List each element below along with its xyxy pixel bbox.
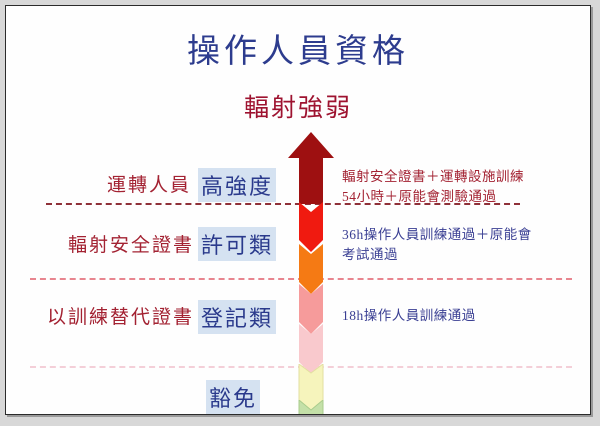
chevron-bright-red-segment (286, 202, 336, 252)
row-4-center-label-wrap: 豁免 (206, 380, 261, 414)
row-3-left-label: 以訓練替代證書 (46, 307, 194, 328)
radiation-intensity-arrow (286, 132, 336, 414)
row-3-category-badge: 登記類 (198, 300, 277, 334)
row-2-left-label: 輻射安全證書 (67, 235, 194, 256)
arrow-head-dark-red-segment (286, 132, 336, 204)
row-4-category-badge: 豁免 (206, 380, 261, 414)
subtitle-radiation-intensity: 輻射強弱 (243, 95, 352, 122)
slide-frame: 操作人員資格 輻射強弱 (5, 5, 591, 415)
chevron-light-pink-segment (286, 324, 336, 374)
row-2-left-label-wrap: 輻射安全證書 (22, 230, 194, 257)
row-2-requirement-note: 36h操作人員訓練通過＋原能會 考試通過 (342, 227, 532, 262)
row-1-left-label-wrap: 運轉人員 (36, 170, 191, 197)
row-1-requirement-note: 輻射安全證書＋運轉設施訓練 54小時＋原能會測驗通過 (342, 169, 524, 204)
row-1-center-label-wrap: 高強度 (198, 168, 277, 202)
chevron-salmon-segment (286, 284, 336, 334)
chevron-light-green-segment (286, 400, 336, 414)
row-1-left-label: 運轉人員 (106, 175, 191, 196)
row-2-center-label-wrap: 許可類 (198, 227, 277, 261)
chevron-orange-segment (286, 244, 336, 294)
page-title: 操作人員資格 (187, 34, 409, 70)
row-3-left-label-wrap: 以訓練替代證書 (22, 302, 194, 329)
row-3-center-label-wrap: 登記類 (198, 300, 277, 334)
slide-canvas: 操作人員資格 輻射強弱 (6, 6, 590, 414)
row-2-category-badge: 許可類 (198, 227, 277, 261)
divider-row1-row2 (46, 203, 520, 205)
row-1-category-badge: 高強度 (198, 168, 277, 202)
row-3-requirement-note: 18h操作人員訓練通過 (342, 308, 476, 323)
